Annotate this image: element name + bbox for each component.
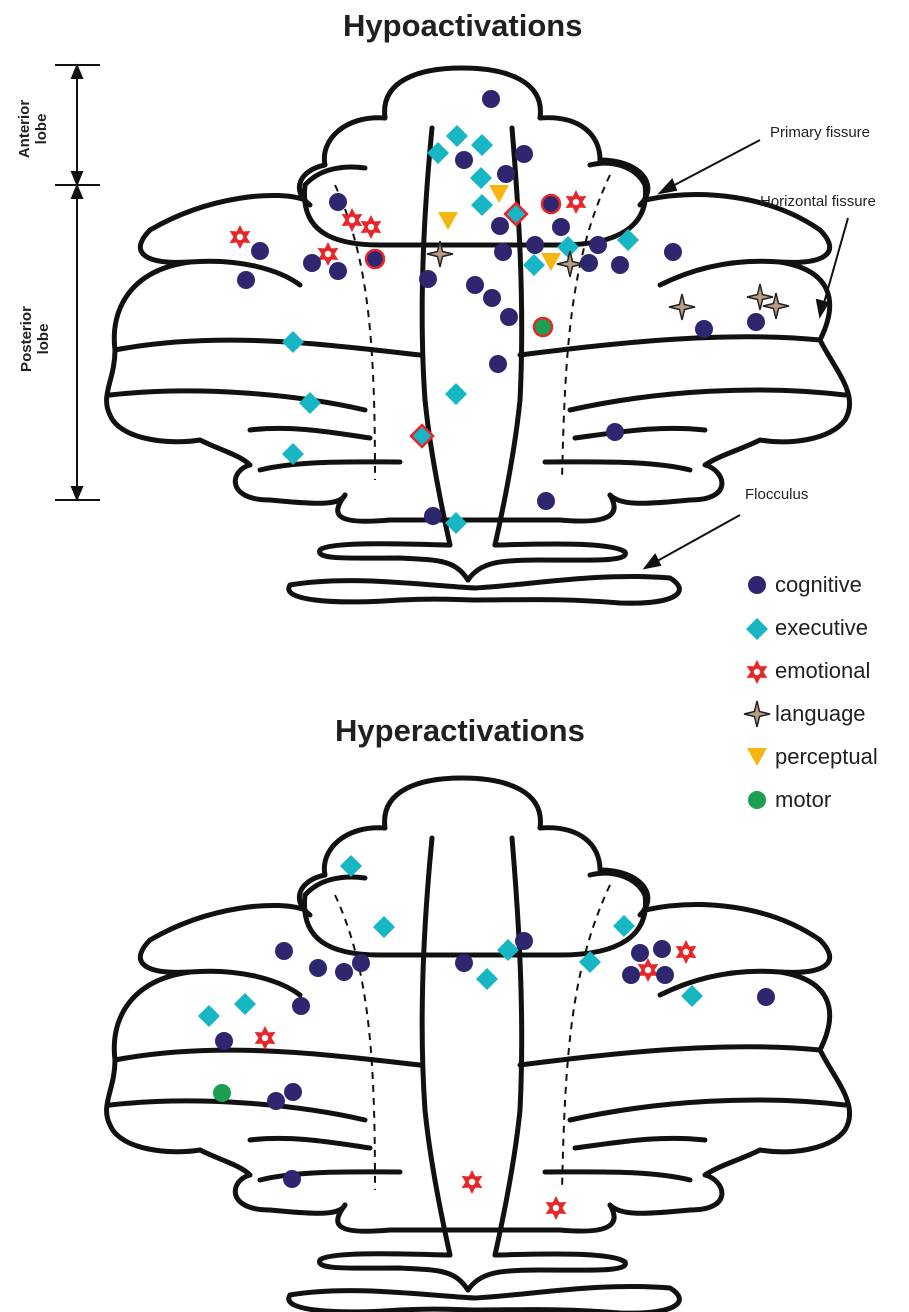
- hyper-marker-cognitive: [757, 988, 775, 1006]
- posterior-lobe-label-line1: Posterior: [18, 299, 35, 379]
- hypo-marker-cognitive: [747, 313, 765, 331]
- legend-diamond-icon: [746, 618, 768, 640]
- hypo-marker-cognitive: [491, 217, 509, 235]
- legend-circle-icon: [748, 576, 766, 594]
- flocculus-label: Flocculus: [745, 486, 808, 503]
- hypo-marker-cognitive: [303, 254, 321, 272]
- primary-fissure-label: Primary fissure: [770, 124, 870, 141]
- hypo-marker-cognitive: [580, 254, 598, 272]
- hyper-marker-motor: [213, 1084, 231, 1102]
- legend-down-triangle-icon: [747, 748, 767, 766]
- hyper-marker-executive: [198, 1005, 220, 1027]
- legend-label-emotional: emotional: [775, 658, 870, 684]
- legend-label-cognitive: cognitive: [775, 572, 862, 598]
- panel-title-hyperactivations: Hyperactivations: [335, 713, 585, 749]
- hyper-marker-cognitive: [631, 944, 649, 962]
- hypo-marker-cognitive: [482, 90, 500, 108]
- hypo-marker-executive: [523, 254, 545, 276]
- hypo-marker-cognitive: [500, 308, 518, 326]
- legend-label-executive: executive: [775, 615, 868, 641]
- legend-hexagram-icon: [747, 660, 768, 684]
- hypo-marker-emotional: [230, 225, 251, 249]
- hypo-marker-executive: [282, 331, 304, 353]
- hypo-marker-cognitive: [515, 145, 533, 163]
- hypo-marker-motor: [534, 318, 552, 336]
- hypo-marker-executive: [471, 194, 493, 216]
- legend-four-point-star-icon: [744, 701, 770, 727]
- hypo-marker-cognitive: [542, 195, 560, 213]
- hypo-marker-perceptual: [489, 185, 509, 203]
- hypo-marker-cognitive: [664, 243, 682, 261]
- hyper-marker-emotional: [676, 940, 697, 964]
- legend-symbols: [744, 576, 770, 809]
- hypo-marker-cognitive: [329, 193, 347, 211]
- hyper-marker-cognitive: [335, 963, 353, 981]
- anterior-lobe-label: Anterior lobe: [16, 94, 50, 164]
- legend-label-motor: motor: [775, 787, 831, 813]
- hyper-marker-cognitive: [515, 932, 533, 950]
- hypo-marker-emotional: [361, 215, 382, 239]
- hypo-marker-executive: [445, 383, 467, 405]
- hyper-marker-executive: [373, 916, 395, 938]
- hypo-marker-cognitive: [366, 250, 384, 268]
- hyper-marker-cognitive: [275, 942, 293, 960]
- hypo-marker-cognitive: [329, 262, 347, 280]
- hypo-marker-cognitive: [497, 165, 515, 183]
- panel-title-hypoactivations: Hypoactivations: [343, 8, 582, 44]
- hyper-marker-cognitive: [292, 997, 310, 1015]
- hypo-marker-cognitive: [606, 423, 624, 441]
- legend-label-language: language: [775, 701, 866, 727]
- hyper-marker-emotional: [546, 1196, 567, 1220]
- hypo-marker-cognitive: [489, 355, 507, 373]
- hypo-marker-emotional: [566, 190, 587, 214]
- hypo-marker-emotional: [342, 208, 363, 232]
- hypo-marker-perceptual: [541, 253, 561, 271]
- hyper-marker-cognitive: [283, 1170, 301, 1188]
- hypo-marker-executive: [299, 392, 321, 414]
- posterior-lobe-label-line2: lobe: [35, 299, 52, 379]
- hyper-marker-executive: [681, 985, 703, 1007]
- hypo-marker-cognitive: [589, 236, 607, 254]
- hypo-marker-cognitive: [537, 492, 555, 510]
- legend-circle-icon: [748, 791, 766, 809]
- hypo-marker-language: [669, 294, 695, 320]
- hyper-marker-emotional: [462, 1170, 483, 1194]
- hypo-marker-executive: [505, 203, 527, 225]
- hypo-marker-cognitive: [424, 507, 442, 525]
- hypo-marker-cognitive: [466, 276, 484, 294]
- horizontal-fissure-label: Horizontal fissure: [760, 193, 876, 210]
- hypo-marker-language: [557, 251, 583, 277]
- posterior-lobe-label: Posterior lobe: [18, 299, 52, 379]
- hyper-marker-cognitive: [215, 1032, 233, 1050]
- hypo-marker-cognitive: [419, 270, 437, 288]
- hypo-marker-cognitive: [552, 218, 570, 236]
- hypo-marker-cognitive: [526, 236, 544, 254]
- hypo-marker-cognitive: [251, 242, 269, 260]
- hyper-marker-emotional: [255, 1026, 276, 1050]
- hypo-marker-cognitive: [494, 243, 512, 261]
- hypo-marker-cognitive: [237, 271, 255, 289]
- anterior-lobe-label-line1: Anterior: [16, 94, 33, 164]
- hypo-marker-executive: [470, 167, 492, 189]
- hyper-marker-executive: [476, 968, 498, 990]
- hypo-marker-cognitive: [695, 320, 713, 338]
- lobe-scale-bars: [55, 65, 100, 500]
- hypo-marker-executive: [557, 236, 579, 258]
- hyper-marker-cognitive: [455, 954, 473, 972]
- hyper-marker-cognitive: [653, 940, 671, 958]
- anterior-lobe-label-line2: lobe: [33, 94, 50, 164]
- hypo-marker-cognitive: [611, 256, 629, 274]
- hypo-marker-perceptual: [438, 212, 458, 230]
- legend-label-perceptual: perceptual: [775, 744, 878, 770]
- hyper-marker-cognitive: [267, 1092, 285, 1110]
- hyper-marker-cognitive: [309, 959, 327, 977]
- hyper-marker-executive: [234, 993, 256, 1015]
- hypo-marker-cognitive: [455, 151, 473, 169]
- hyper-marker-cognitive: [284, 1083, 302, 1101]
- hyper-marker-cognitive: [622, 966, 640, 984]
- hyper-marker-cognitive: [656, 966, 674, 984]
- hyper-marker-cognitive: [352, 954, 370, 972]
- hypo-marker-cognitive: [483, 289, 501, 307]
